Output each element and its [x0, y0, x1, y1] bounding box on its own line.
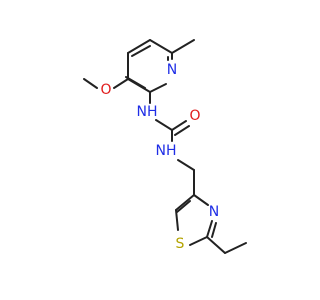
bond-c2-ethyl [206, 236, 226, 254]
thiazole-ring [175, 194, 217, 246]
background [0, 0, 300, 300]
bond-ethyl [224, 242, 247, 254]
atom-amine-nh-upper: NH [137, 104, 158, 120]
molecule-canvas: N O NH O NH N S [0, 0, 300, 300]
bond-c4-c5-thiazole [175, 194, 195, 211]
bond-nh-carbonyl-c [155, 119, 173, 131]
bond-carbonyl-c-o-double [174, 125, 190, 136]
bond-s-c2 [189, 236, 208, 246]
bond-c2-n3-double [211, 222, 217, 238]
bond-c5-s [175, 209, 179, 231]
bond-c3-o-methoxy [113, 78, 129, 89]
bond-methyl-pyridine [171, 39, 195, 54]
atom-carbonyl-o: O [189, 108, 200, 124]
atom-pyridine-n: N [167, 62, 177, 78]
bond-c4-c5-thiazole-double [176, 200, 191, 213]
bond-n3-c4 [193, 194, 209, 206]
atom-thiazole-n: N [209, 204, 219, 220]
bond-c2-n3 [206, 220, 213, 238]
bond-o-methyl [83, 78, 98, 89]
bond-nh-ch2 [177, 159, 195, 171]
atom-amine-nh-lower: NH [156, 143, 177, 159]
bond-n1-c2 [149, 83, 167, 93]
atom-methoxy-o: O [100, 82, 111, 98]
bond-c5-c6 [149, 39, 173, 54]
bond-carbonyl-c-o [171, 120, 187, 131]
bond-c4-c5 [127, 39, 151, 54]
atom-thiazole-s: S [176, 236, 185, 252]
bond-c2-c3-double [125, 76, 146, 89]
bond-c4-c5-double [131, 45, 151, 57]
molecule-structure: N O NH O NH N S [0, 0, 300, 300]
pyridine-ring [125, 39, 173, 93]
